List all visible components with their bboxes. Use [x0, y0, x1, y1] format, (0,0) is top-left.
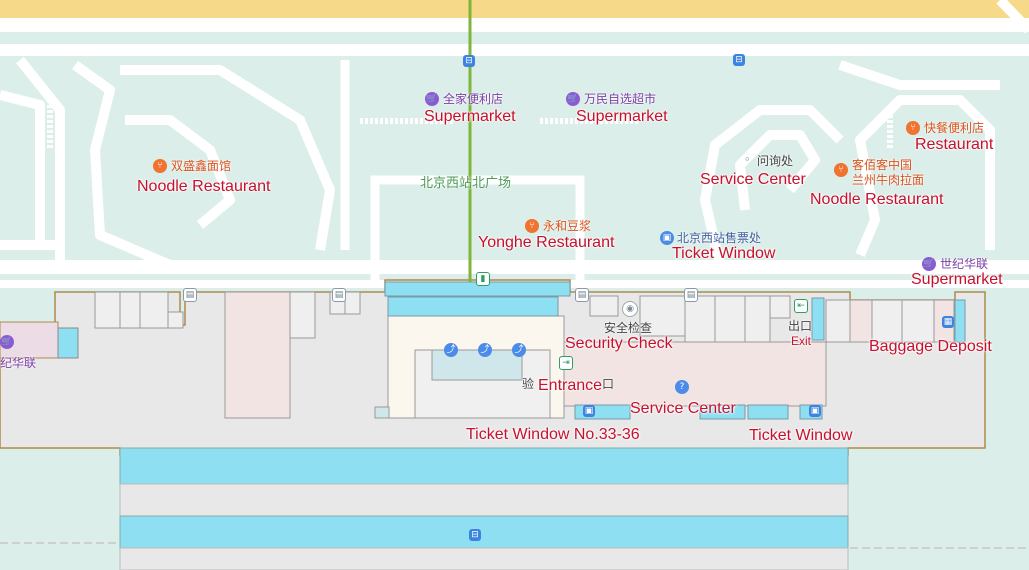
- entrance-cn-fragment-2: 口: [602, 377, 615, 391]
- escalator-icon[interactable]: ⤴: [478, 343, 492, 357]
- track-1: [119, 483, 849, 517]
- restroom-icon[interactable]: ▤: [183, 288, 197, 302]
- exit-icon[interactable]: ⇤: [794, 299, 808, 313]
- poi-en-noodle-1[interactable]: Noodle Restaurant: [137, 178, 271, 195]
- restroom-icon[interactable]: ▤: [684, 288, 698, 302]
- escalator-icon[interactable]: ⤴: [444, 343, 458, 357]
- square-name[interactable]: 北京西站北广场: [420, 176, 512, 191]
- escalator-icon[interactable]: ⤴: [512, 343, 526, 357]
- entrance-hall-band: [387, 296, 559, 317]
- small-cyan-left: [374, 406, 390, 419]
- poi-en-ticket-window-2[interactable]: Ticket Window: [749, 427, 853, 444]
- poi-cn-service-center-1[interactable]: 问询处: [757, 154, 794, 168]
- poi-cn-exit[interactable]: 出口: [788, 319, 813, 333]
- ticket-icon[interactable]: ▣: [583, 405, 595, 417]
- poi-en-exit[interactable]: Exit: [791, 334, 812, 348]
- ticket-icon[interactable]: ▣: [660, 231, 674, 245]
- bus-stop-icon[interactable]: ⊟: [733, 54, 745, 66]
- poi-en-noodle-2[interactable]: Noodle Restaurant: [810, 191, 944, 208]
- fork-knife-icon[interactable]: ⑂: [834, 163, 848, 177]
- square-roads: [340, 60, 585, 280]
- poi-en-baggage[interactable]: Baggage Deposit: [869, 338, 992, 355]
- road-mid: [0, 260, 1029, 274]
- top-band: [0, 0, 1029, 18]
- entrance-gate-icon[interactable]: ▮: [476, 272, 490, 286]
- poi-en-security-check[interactable]: Security Check: [565, 335, 673, 352]
- poi-en-entrance[interactable]: Entrance: [538, 377, 603, 394]
- poi-en-ticket-window-1[interactable]: Ticket Window: [672, 245, 776, 262]
- right-cyan-strip: [811, 297, 825, 341]
- road-second: [0, 44, 1029, 56]
- left-road-loops: [0, 56, 335, 270]
- poi-en-supermarket-3[interactable]: Supermarket: [911, 271, 1003, 288]
- poi-cn-ticket-window-1[interactable]: 北京西站售票处: [677, 231, 762, 245]
- poi-cn-yonghe[interactable]: 永和豆浆: [543, 219, 592, 233]
- question-icon[interactable]: ?: [675, 380, 689, 394]
- poi-cn-noodle-2-line2[interactable]: 兰州牛肉拉面: [852, 173, 925, 187]
- poi-cn-left-shop[interactable]: 纪华联: [0, 356, 37, 370]
- road-top: [0, 18, 1029, 32]
- poi-cn-noodle-2-line1[interactable]: 客佰客中国: [852, 158, 913, 172]
- poi-cn-security-check[interactable]: 安全检查: [604, 321, 653, 335]
- track-2: [119, 547, 849, 570]
- poi-en-ticket-window-33-36[interactable]: Ticket Window No.33-36: [466, 426, 640, 443]
- poi-en-restaurant-1[interactable]: Restaurant: [915, 136, 994, 153]
- right-shop-cells: [589, 295, 955, 343]
- poi-en-supermarket-1[interactable]: Supermarket: [424, 108, 516, 125]
- poi-en-yonghe[interactable]: Yonghe Restaurant: [478, 234, 615, 251]
- poi-cn-restaurant-1[interactable]: 快餐便利店: [924, 121, 985, 135]
- poi-cn-supermarket-1[interactable]: 全家便利店: [443, 92, 504, 106]
- restroom-icon[interactable]: ▤: [575, 288, 589, 302]
- shopping-cart-icon[interactable]: 🛒: [566, 92, 580, 106]
- restroom-icon[interactable]: ▤: [332, 288, 346, 302]
- shopping-cart-icon[interactable]: 🛒: [0, 335, 14, 349]
- right-cyan-strip-2: [954, 299, 966, 343]
- poi-en-supermarket-2[interactable]: Supermarket: [576, 108, 668, 125]
- entrance-cn-fragment: 验: [522, 377, 535, 391]
- fork-knife-icon[interactable]: ⑂: [525, 219, 539, 233]
- bus-stop-icon[interactable]: ⊟: [463, 55, 475, 67]
- shopping-cart-icon[interactable]: 🛒: [922, 257, 936, 271]
- poi-en-service-center-1[interactable]: Service Center: [700, 171, 806, 188]
- info-dot-icon: ◦: [744, 153, 751, 166]
- ticket-icon[interactable]: ▣: [809, 405, 821, 417]
- bus-stop-icon[interactable]: ⊟: [469, 529, 481, 541]
- entrance-icon[interactable]: ⇥: [559, 356, 573, 370]
- poi-cn-supermarket-2[interactable]: 万民自选超市: [584, 92, 657, 106]
- platform-1: [119, 447, 849, 485]
- left-shop-cells: [94, 291, 361, 419]
- dashed-rails: [47, 100, 893, 150]
- right-pink-hall: [563, 341, 827, 407]
- poi-cn-supermarket-3[interactable]: 世纪华联: [940, 257, 989, 271]
- fork-knife-icon[interactable]: ⑂: [153, 159, 167, 173]
- poi-en-service-center-2[interactable]: Service Center: [630, 400, 736, 417]
- luggage-icon[interactable]: ▦: [942, 316, 954, 328]
- fork-knife-icon[interactable]: ⑂: [906, 121, 920, 135]
- poi-cn-noodle-1[interactable]: 双盛鑫面馆: [171, 159, 232, 173]
- shopping-cart-icon[interactable]: 🛒: [425, 92, 439, 106]
- left-cyan-block: [57, 327, 79, 359]
- right-road-loops: [700, 0, 1029, 267]
- platform-2: [119, 515, 849, 549]
- security-check-icon[interactable]: ◉: [622, 301, 638, 317]
